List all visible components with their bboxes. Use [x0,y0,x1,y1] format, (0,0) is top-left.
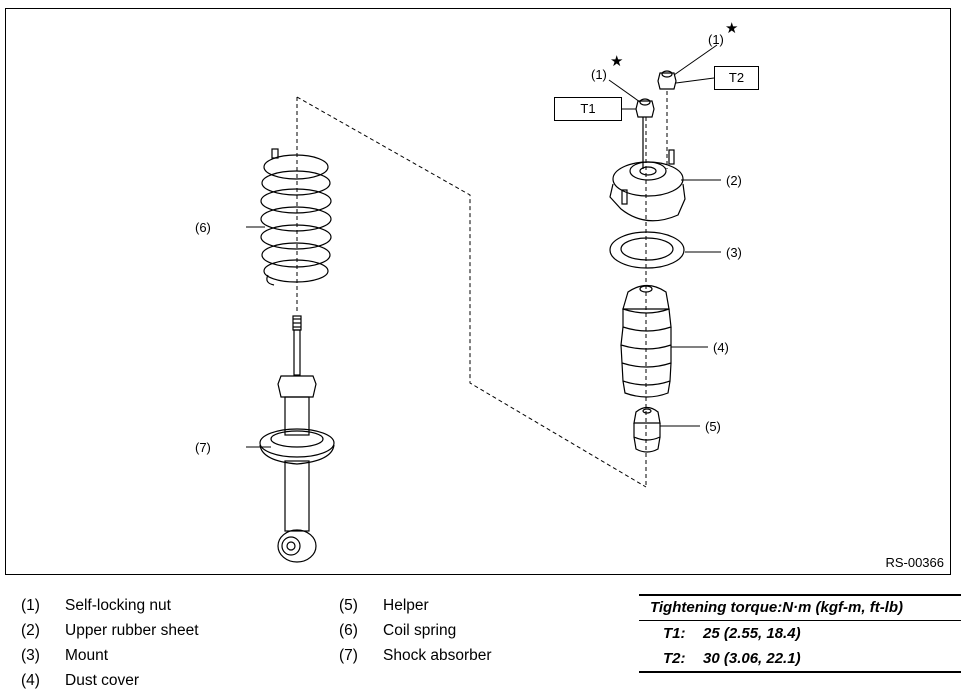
callout-5: (5) [705,419,721,434]
diagram-drawing [246,44,721,563]
legend-label: Upper rubber sheet [65,622,199,639]
torque-value: 25 (2.55, 18.4) [703,625,801,642]
callout-6: (6) [195,220,211,235]
legend-number: (1) [21,597,40,614]
callout-2: (2) [726,173,742,188]
star-icon-right: ★ [725,20,739,37]
torque-table: Tightening torque:N·m (kgf-m, ft-lb) T1:… [639,594,961,673]
leader-lines [246,44,721,448]
legend-label: Shock absorber [383,647,492,664]
callout-1-left: (1) [591,67,607,82]
callout-7: (7) [195,440,211,455]
legend-item: (6) Coil spring [339,622,492,647]
legend-item: (1) Self-locking nut [21,597,199,622]
callout-1-right: (1) [708,32,724,47]
upper-rubber-sheet [609,117,686,222]
callout-3: (3) [726,245,742,260]
legend-label: Mount [65,647,109,664]
legend-label: Dust cover [65,672,140,689]
legend-number: (3) [21,647,40,664]
self-locking-nut-left [635,98,655,118]
torque-row: T2: 30 (3.06, 22.1) [639,646,961,673]
legend-item: (5) Helper [339,597,492,622]
legend-item: (7) Shock absorber [339,647,492,672]
legend-column-1: (1) Self-locking nut (2) Upper rubber shee… [21,597,199,697]
torque-heading: Tightening torque:N·m (kgf-m, ft-lb) [639,594,961,621]
legend-number: (4) [21,672,40,689]
torque-row: T1: 25 (2.55, 18.4) [639,621,961,646]
legend-item: (3) Mount [21,647,199,672]
legend-column-2: (5) Helper (6) Coil spring (7) Shock absorb… [339,597,492,672]
torque-box-t2: T2 [714,66,759,90]
exploded-diagram: (6) (7) (2) (3) (4) (5) (1) (1) ★ ★ T1 T… [5,8,951,575]
legend-number: (7) [339,647,358,664]
torque-key: T1: [663,625,686,642]
dust-cover [620,284,672,398]
legend-label: Self-locking nut [65,597,171,614]
legend-item: (4) Dust cover [21,672,199,697]
figure-id: RS-00366 [885,555,944,570]
mount [609,231,685,269]
legend-label: Coil spring [383,622,457,639]
torque-key: T2: [663,650,686,667]
legend-number: (6) [339,622,358,639]
star-icon-left: ★ [610,53,624,70]
assembly-dashed-line [296,96,647,488]
helper [633,406,661,453]
torque-value: 30 (3.06, 22.1) [703,650,801,667]
legend-item: (2) Upper rubber sheet [21,622,199,647]
self-locking-nut-right [657,70,677,90]
legend-number: (5) [339,597,358,614]
callout-4: (4) [713,340,729,355]
shock-absorber [259,315,335,563]
legend-number: (2) [21,622,40,639]
coil-spring [260,148,332,286]
legend-label: Helper [383,597,429,614]
torque-box-t1: T1 [554,97,622,121]
